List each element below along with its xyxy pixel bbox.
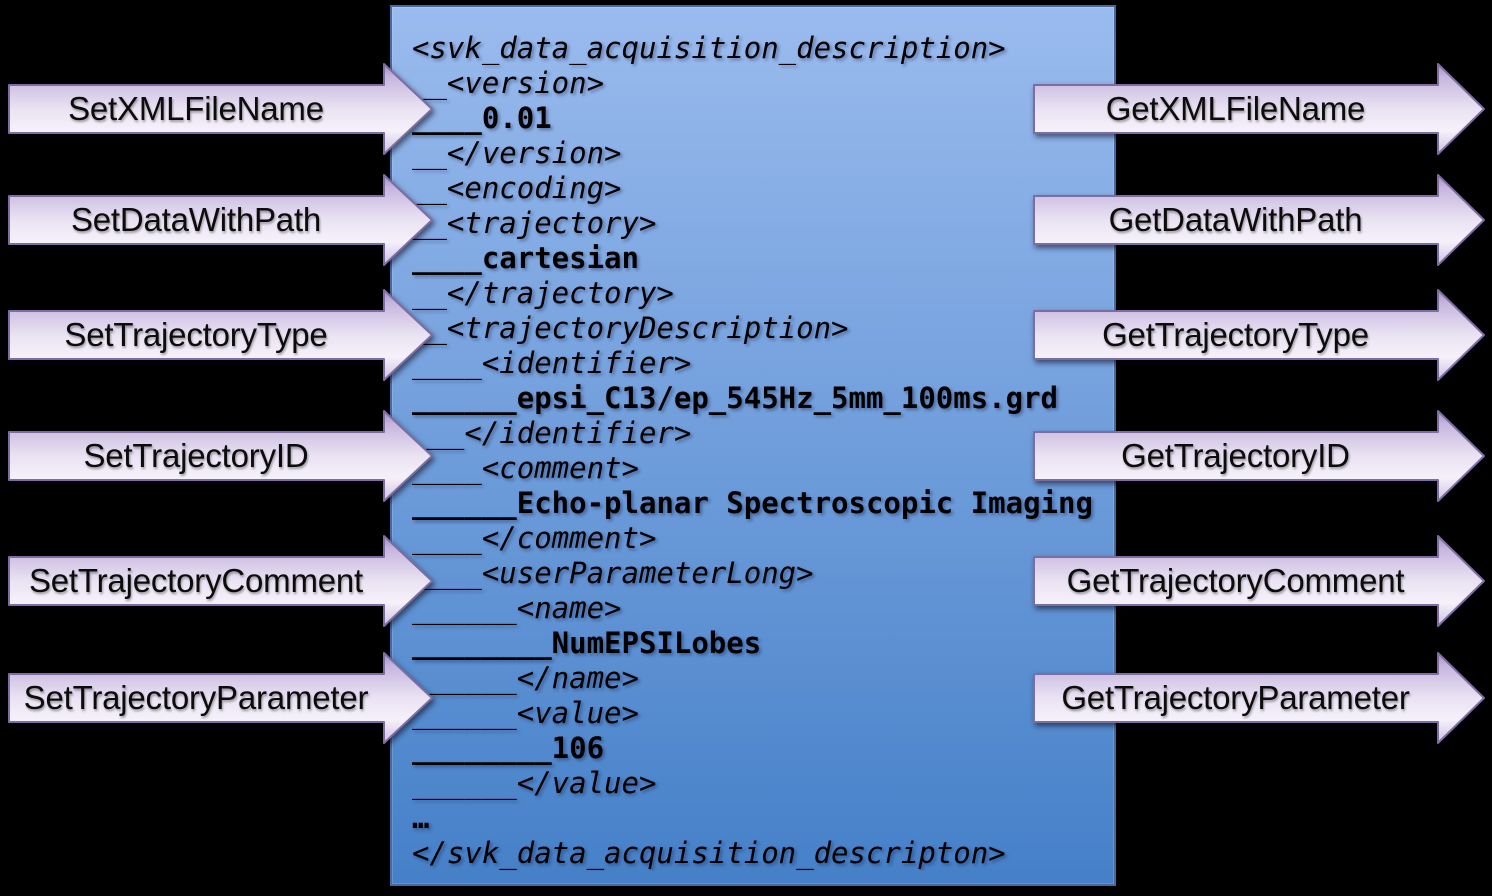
xml-code-line: ____<userParameterLong> [412, 556, 814, 590]
set-function-arrow: SetTrajectoryComment [8, 535, 433, 627]
xml-code-line: __</trajectory> [412, 276, 674, 310]
function-label: GetTrajectoryParameter [1061, 679, 1410, 716]
xml-code-line: ___</identifier> [412, 416, 692, 450]
xml-code-line: ____<identifier> [412, 346, 692, 380]
block-arrow-icon [8, 63, 433, 155]
xml-code-line: ________106 [412, 731, 605, 765]
xml-code-line: __<trajectoryDescription> [412, 311, 849, 345]
xml-code-line: ______epsi_C13/ep_545Hz_5mm_100ms.grd [412, 381, 1059, 415]
xml-code-line: ____0.01 [412, 101, 552, 135]
set-function-arrow: SetDataWithPath [8, 174, 433, 266]
set-function-arrow: SetTrajectoryParameter [8, 652, 433, 744]
xml-code: <svk_data_acquisition_description>__<ver… [392, 7, 1114, 871]
function-label: SetTrajectoryID [83, 437, 309, 474]
block-arrow-icon [8, 174, 433, 266]
xml-code-line: ____cartesian [412, 241, 639, 275]
get-function-arrow: GetDataWithPath [1033, 174, 1485, 266]
get-function-arrow: GetTrajectoryParameter [1033, 652, 1485, 744]
set-function-arrow: SetTrajectoryType [8, 289, 433, 381]
xml-code-line: __<trajectory> [412, 206, 657, 240]
set-function-arrow: SetXMLFileName [8, 63, 433, 155]
block-arrow-icon [1033, 63, 1485, 155]
xml-code-line: … [412, 801, 430, 835]
get-function-arrow: GetTrajectoryType [1033, 289, 1485, 381]
xml-code-line: ________NumEPSILobes [412, 626, 762, 660]
xml-code-line: ____</comment> [412, 521, 657, 555]
function-label: GetDataWithPath [1108, 201, 1363, 238]
block-arrow-icon [1033, 410, 1485, 502]
function-label: GetTrajectoryType [1102, 316, 1369, 353]
xml-code-line: ______<name> [412, 591, 622, 625]
xml-panel: <svk_data_acquisition_description>__<ver… [390, 5, 1116, 886]
function-label: SetDataWithPath [70, 201, 322, 238]
function-label: GetXMLFileName [1105, 90, 1366, 127]
set-function-arrow: SetTrajectoryID [8, 410, 433, 502]
xml-code-line: __<encoding> [412, 171, 622, 205]
function-label: SetTrajectoryParameter [23, 679, 369, 716]
xml-code-line: ______</name> [412, 661, 639, 695]
block-arrow-icon [1033, 652, 1485, 744]
xml-code-line: </svk_data_acquisition_descripton> [412, 836, 1006, 870]
get-function-arrow: GetTrajectoryComment [1033, 535, 1485, 627]
xml-code-line: ______Echo-planar Spectroscopic Imaging [412, 486, 1093, 520]
block-arrow-icon [1033, 535, 1485, 627]
xml-code-line: __<version> [412, 66, 605, 100]
xml-code-line: <svk_data_acquisition_description> [412, 31, 1006, 65]
function-label: GetTrajectoryID [1121, 437, 1350, 474]
block-arrow-icon [1033, 174, 1485, 266]
xml-code-line: ______<value> [412, 696, 639, 730]
function-label: SetTrajectoryType [64, 316, 328, 353]
function-label: GetTrajectoryComment [1066, 562, 1405, 599]
block-arrow-icon [8, 652, 433, 744]
function-label: SetTrajectoryComment [28, 562, 364, 599]
function-label: SetXMLFileName [68, 90, 324, 127]
xml-code-line: ____<comment> [412, 451, 639, 485]
block-arrow-icon [8, 535, 433, 627]
block-arrow-icon [8, 410, 433, 502]
xml-code-line: __</version> [412, 136, 622, 170]
block-arrow-icon [1033, 289, 1485, 381]
get-function-arrow: GetXMLFileName [1033, 63, 1485, 155]
block-arrow-icon [8, 289, 433, 381]
get-function-arrow: GetTrajectoryID [1033, 410, 1485, 502]
xml-code-line: ______</value> [412, 766, 657, 800]
